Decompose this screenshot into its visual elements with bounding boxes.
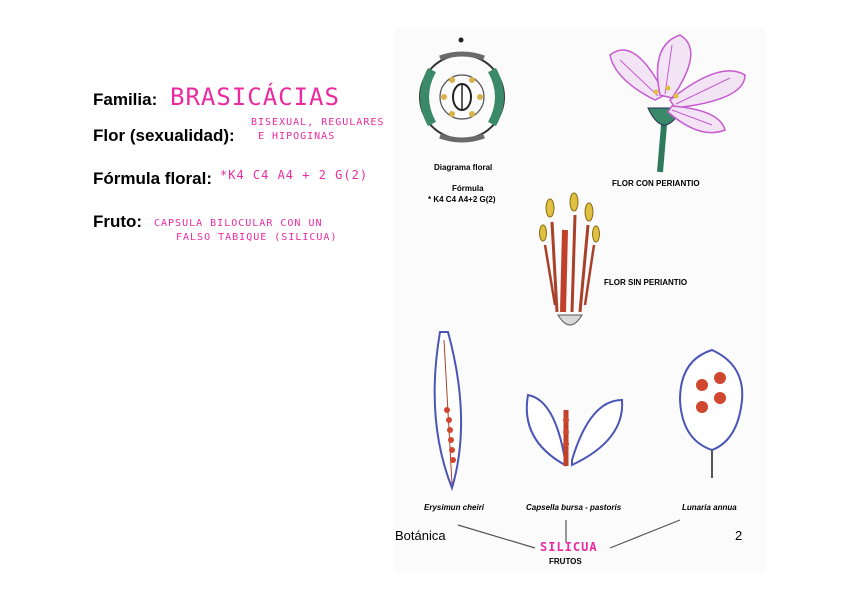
fruit2-caption: Capsella bursa - pastoris: [526, 503, 622, 512]
page-number: 2: [735, 528, 743, 543]
flor-label: Flor (sexualidad):: [93, 126, 235, 145]
silicua-annotation: SILICUA: [540, 540, 598, 554]
connector-left: [457, 524, 536, 549]
fruit-erysimun: [433, 331, 463, 492]
fruit-capsella: [525, 393, 624, 467]
formula-value: *K4 C4 A4 + 2 G(2): [220, 168, 369, 182]
sepal-bottom: [439, 133, 485, 143]
connector-right: [609, 519, 681, 549]
flor-value-line1: BISEXUAL, REGULARES: [251, 117, 385, 128]
familia-label: Familia:: [93, 90, 158, 109]
floral-diagram: [419, 37, 505, 143]
footer-title: Botánica: [395, 528, 446, 543]
sepal-top: [439, 51, 485, 61]
fruto-label: Fruto:: [93, 212, 143, 231]
frutos-caption: FRUTOS: [549, 557, 582, 566]
fruto-value-line2: FALSO TABIQUE (SILICUA): [176, 232, 338, 243]
familia-value: BRASICÁCIAS: [170, 83, 340, 111]
sepal-left: [420, 67, 437, 127]
fruit3-caption: Lunaria annua: [682, 503, 737, 512]
flor-value-line2: E HIPOGINAS: [258, 131, 336, 142]
formula-text: * K4 C4 A4+2 G(2): [428, 195, 496, 204]
fruto-value-line1: CAPSULA BILOCULAR CON UN: [154, 218, 323, 229]
formula-caption: Fórmula: [452, 184, 484, 193]
fruit1-caption: Erysimun cheiri: [424, 503, 485, 512]
flower-without-perianth: [539, 192, 600, 326]
formula-label: Fórmula floral:: [93, 169, 213, 188]
flor-sin-periantio-caption: FLOR SIN PERIANTIO: [604, 278, 688, 287]
flor-con-periantio-caption: FLOR CON PERIANTIO: [612, 179, 700, 188]
sepal-right: [487, 67, 504, 127]
diagrama-caption: Diagrama floral: [434, 163, 493, 172]
fruit-lunaria: [678, 348, 744, 478]
flower-with-perianth: [609, 34, 746, 173]
